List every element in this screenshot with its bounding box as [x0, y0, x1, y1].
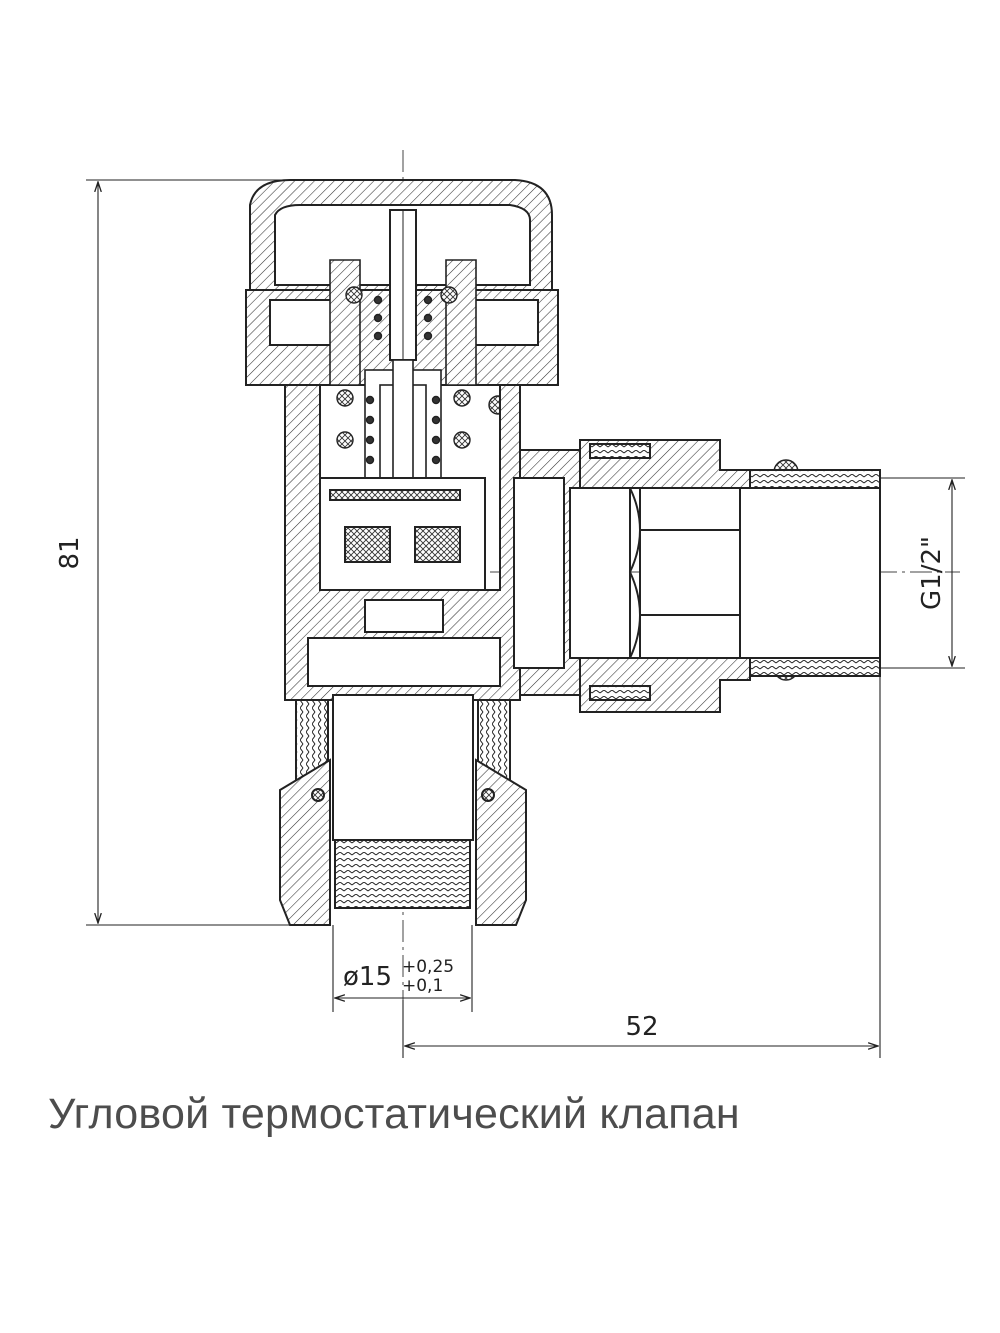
dim-length-label: 52: [625, 1012, 658, 1042]
dim-diameter-label: ø15: [343, 962, 392, 992]
dimension-labels: 81 G1/2" ø15 +0,25 +0,1 52: [55, 536, 947, 1042]
spring: [365, 295, 441, 465]
valve-cap: [245, 179, 559, 386]
side-connection: [569, 439, 881, 713]
dim-thread-label: G1/2": [917, 536, 947, 610]
bottom-connection: [279, 694, 527, 926]
dimension-lines: [86, 179, 965, 1058]
caption: Угловой термостатический клапан: [48, 1090, 740, 1138]
dim-tol-lower: +0,1: [402, 976, 443, 996]
dim-height-label: 81: [55, 536, 85, 569]
dim-tol-upper: +0,25: [402, 957, 454, 977]
valve-body: [284, 384, 581, 701]
